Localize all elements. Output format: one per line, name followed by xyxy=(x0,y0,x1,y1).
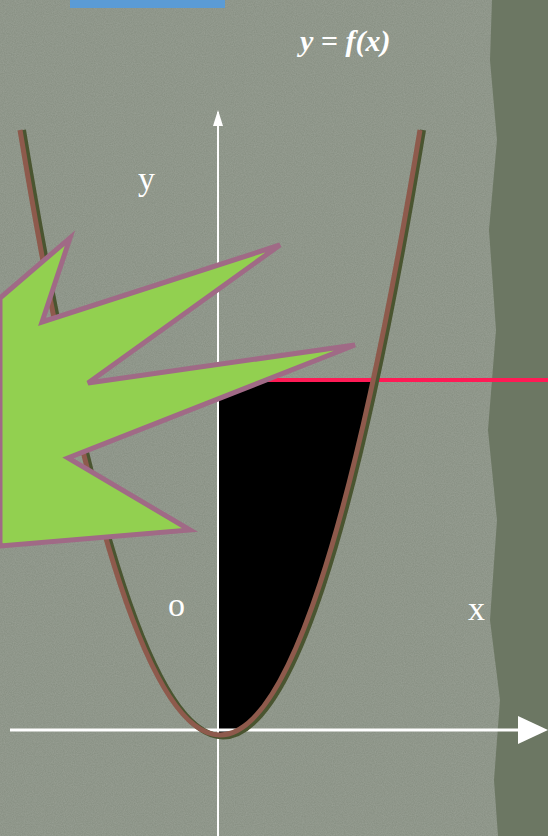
axis-label: y xyxy=(138,162,155,196)
top-tab xyxy=(70,0,225,8)
origin-label: o xyxy=(168,588,185,622)
starburst xyxy=(0,238,355,546)
y-arrowhead xyxy=(213,110,223,126)
x-axis xyxy=(10,729,528,732)
x-arrowhead xyxy=(518,716,548,744)
axis-label: x xyxy=(468,592,485,626)
rough-edge xyxy=(488,0,548,836)
y-axis xyxy=(217,112,219,836)
function-label: y = f(x) xyxy=(300,26,390,56)
shaded-region xyxy=(218,380,373,735)
